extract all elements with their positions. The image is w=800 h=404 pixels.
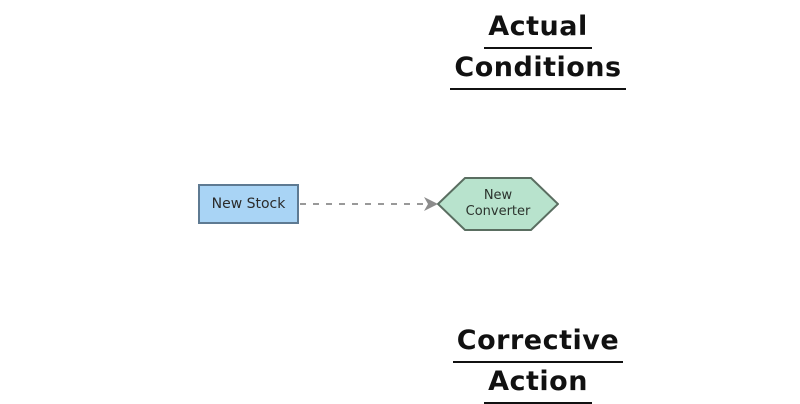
hexagon-shape (437, 177, 559, 231)
heading-text: Corrective (452, 322, 624, 363)
heading-line: Action (408, 363, 668, 404)
heading-text: Conditions (450, 49, 626, 90)
heading-text: Actual (484, 8, 592, 49)
new-stock-node[interactable]: New Stock (198, 184, 299, 224)
heading-line: Actual (408, 8, 668, 49)
corrective-action-heading: Corrective Action (408, 322, 668, 404)
hexagon-polygon (437, 177, 559, 231)
actual-conditions-heading: Actual Conditions (408, 8, 668, 90)
new-converter-node[interactable]: New Converter (437, 176, 559, 232)
heading-line: Conditions (408, 49, 668, 90)
heading-line: Corrective (408, 322, 668, 363)
heading-text: Action (484, 363, 592, 404)
new-stock-label: New Stock (211, 196, 286, 212)
arrowhead-icon (424, 197, 438, 211)
dashed-arrow-connector (300, 197, 438, 211)
